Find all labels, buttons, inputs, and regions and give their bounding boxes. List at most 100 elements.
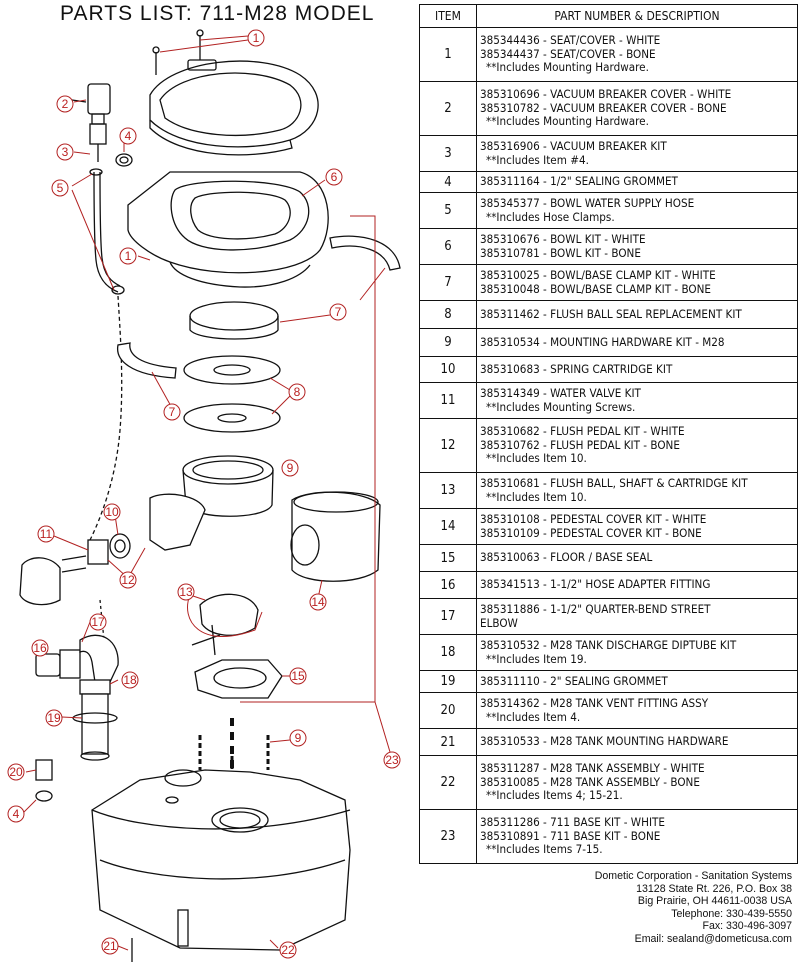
part-number-line: 385344437 - SEAT/COVER - BONE xyxy=(480,46,656,61)
part-number-line: 385310782 - VACUUM BREAKER COVER - BONE xyxy=(480,100,727,115)
bowl-drawing xyxy=(127,171,329,288)
part-number-line: 385310676 - BOWL KIT - WHITE xyxy=(480,232,646,247)
callout-number: 16 xyxy=(33,641,47,655)
part-number-line: 385310109 - PEDESTAL COVER KIT - BONE xyxy=(480,525,702,540)
part-description: 385341513 - 1-1/2" HOSE ADAPTER FITTING xyxy=(476,571,798,599)
part-number-line: 385310533 - M28 TANK MOUNTING HARDWARE xyxy=(480,734,729,749)
callout-number: 1 xyxy=(253,31,260,45)
includes-note: **Includes Items 7-15. xyxy=(486,842,603,857)
item-number: 14 xyxy=(419,508,477,545)
part-description: 385310681 - FLUSH BALL, SHAFT & CARTRIDG… xyxy=(476,472,798,509)
callout-number: 18 xyxy=(123,673,137,687)
item-number: 19 xyxy=(419,670,477,693)
includes-note: **Includes Item 10. xyxy=(486,451,587,466)
footer-email: Email: sealand@dometicusa.com xyxy=(634,932,792,945)
part-number-line: 385314349 - WATER VALVE KIT xyxy=(480,386,641,401)
callout-number: 3 xyxy=(62,145,69,159)
item-number: 5 xyxy=(419,192,477,229)
callout-number: 20 xyxy=(9,765,23,779)
item-number: 13 xyxy=(419,472,477,509)
flush-ball-drawing xyxy=(191,593,259,656)
page-title: PARTS LIST: 711-M28 MODEL xyxy=(60,2,375,25)
diptube-elbow-drawing xyxy=(35,634,119,802)
part-number-line: 385311287 - M28 TANK ASSEMBLY - WHITE xyxy=(480,761,705,776)
callout-number: 17 xyxy=(91,615,105,629)
includes-note: **Includes Mounting Hardware. xyxy=(486,114,649,129)
part-description: 385316906 - VACUUM BREAKER KIT**Includes… xyxy=(476,135,798,172)
item-column-header: ITEM xyxy=(419,4,477,28)
part-number-line: 385310532 - M28 TANK DISCHARGE DIPTUBE K… xyxy=(480,638,737,653)
part-number-line: 385311286 - 711 BASE KIT - WHITE xyxy=(480,815,665,830)
callout-number: 1 xyxy=(125,249,132,263)
footer-address: 13128 State Rt. 226, P.O. Box 38 xyxy=(636,882,792,895)
seat-cover-drawing xyxy=(149,29,319,156)
footer-city: Big Prairie, OH 44611-0038 USA xyxy=(637,895,792,908)
callout-number: 7 xyxy=(169,405,176,419)
part-number-line: 385310891 - 711 BASE KIT - BONE xyxy=(480,828,661,843)
callout-number: 23 xyxy=(385,753,399,767)
item-number: 4 xyxy=(419,171,477,193)
item-number: 20 xyxy=(419,692,477,729)
item-number: 9 xyxy=(419,328,477,357)
part-number-line: 385310085 - M28 TANK ASSEMBLY - BONE xyxy=(480,774,700,789)
includes-note: **Includes Mounting Screws. xyxy=(486,399,636,414)
item-number: 10 xyxy=(419,356,477,383)
part-description: 385310534 - MOUNTING HARDWARE KIT - M28 xyxy=(476,328,798,357)
base-seal-drawing xyxy=(194,659,283,775)
callout-number: 2 xyxy=(62,97,69,111)
callout-number: 14 xyxy=(311,595,325,609)
part-description: 385310683 - SPRING CARTRIDGE KIT xyxy=(476,356,798,383)
includes-note: **Includes Hose Clamps. xyxy=(486,209,615,224)
water-hose-drawing xyxy=(89,168,125,541)
vacuum-breaker-drawing xyxy=(71,83,133,167)
part-description: 385314349 - WATER VALVE KIT**Includes Mo… xyxy=(476,382,798,419)
item-number: 1 xyxy=(419,27,477,82)
callout-number: 6 xyxy=(331,170,338,184)
item-number: 7 xyxy=(419,264,477,301)
part-number-line: 385344436 - SEAT/COVER - WHITE xyxy=(480,33,661,48)
callout-number: 21 xyxy=(103,939,117,953)
footer-company: Dometic Corporation - Sanitation Systems xyxy=(594,870,792,882)
callout-number: 12 xyxy=(121,573,135,587)
part-description: 385311462 - FLUSH BALL SEAL REPLACEMENT … xyxy=(476,300,798,329)
item-number: 16 xyxy=(419,571,477,599)
part-number-line: 385314362 - M28 TANK VENT FITTING ASSY xyxy=(480,696,709,711)
part-description: 385345377 - BOWL WATER SUPPLY HOSE**Incl… xyxy=(476,192,798,229)
item-number: 8 xyxy=(419,300,477,329)
item-number: 12 xyxy=(419,418,477,473)
item-number: 2 xyxy=(419,81,477,136)
item-number: 11 xyxy=(419,382,477,419)
callout-number: 9 xyxy=(287,461,294,475)
seal-rings-drawing xyxy=(183,301,281,433)
part-description: 385311110 - 2" SEALING GROMMET xyxy=(476,670,798,693)
part-number-line: 385345377 - BOWL WATER SUPPLY HOSE xyxy=(480,196,695,211)
callout-number: 19 xyxy=(47,711,61,725)
tank-drawing xyxy=(91,769,351,962)
item-number: 17 xyxy=(419,598,477,635)
includes-note: **Includes Item 4. xyxy=(486,709,581,724)
company-contact-footer: Dometic Corporation - Sanitation Systems… xyxy=(595,870,792,946)
footer-telephone: Telephone: 330-439-5550 xyxy=(671,907,792,920)
item-number: 22 xyxy=(419,755,477,810)
part-description: 385314362 - M28 TANK VENT FITTING ASSY**… xyxy=(476,692,798,729)
